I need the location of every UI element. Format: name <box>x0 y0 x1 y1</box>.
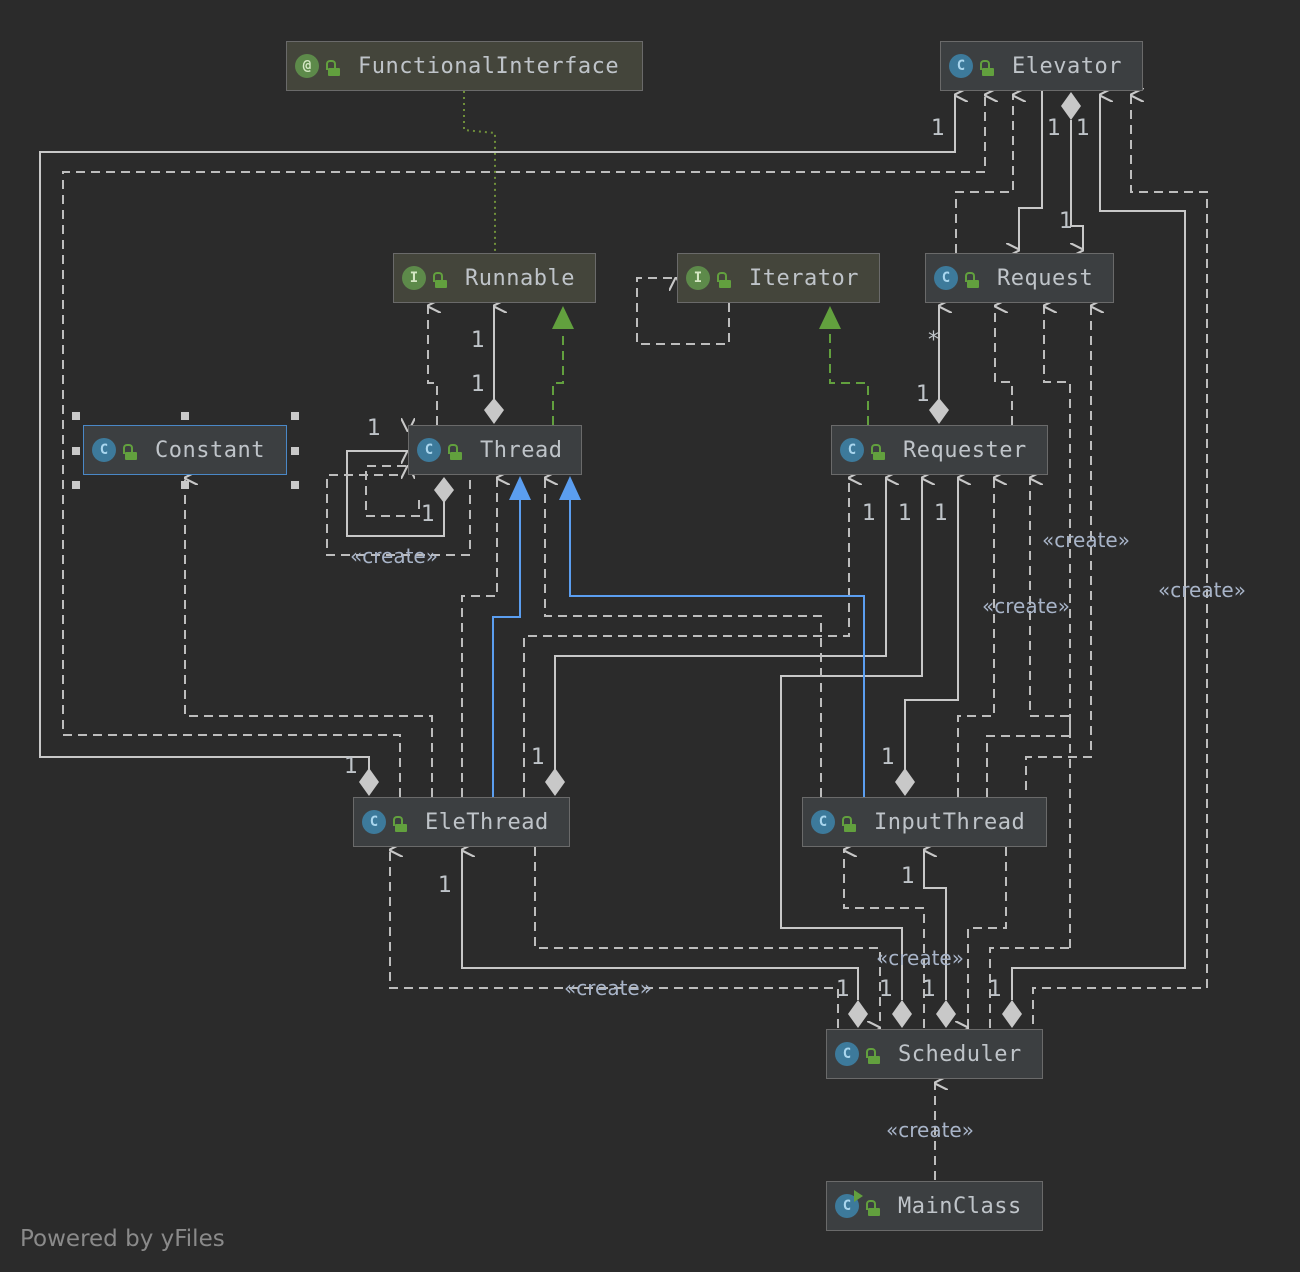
create-stereotype-label: «create» <box>876 946 964 970</box>
node-label: FunctionalInterface <box>358 53 620 79</box>
class-icon: C <box>362 810 386 834</box>
resize-handle-w[interactable] <box>72 447 80 455</box>
elevator-node[interactable]: C Elevator <box>940 41 1143 91</box>
class-icon: C <box>934 266 958 290</box>
runnable-node[interactable]: I Runnable <box>393 253 596 303</box>
public-lock-icon <box>123 443 137 460</box>
multiplicity-label: 1 <box>922 977 936 1002</box>
multiplicity-label: 1 <box>471 328 485 353</box>
public-lock-icon <box>326 59 340 76</box>
multiplicity-label: 1 <box>367 416 381 441</box>
multiplicity-label: 1 <box>344 754 358 779</box>
create-stereotype-label: «create» <box>1158 578 1246 602</box>
resize-handle-s[interactable] <box>181 481 189 489</box>
node-label: EleThread <box>425 809 549 835</box>
create-stereotype-label: «create» <box>350 544 438 568</box>
annotation-icon: @ <box>295 54 319 78</box>
multiplicity-label: 1 <box>988 977 1002 1002</box>
association-edges <box>39 91 1186 1000</box>
create-stereotype-label: «create» <box>886 1118 974 1142</box>
resize-handle-nw[interactable] <box>72 412 80 420</box>
multiplicity-label: 1 <box>438 873 452 898</box>
create-stereotype-label: «create» <box>982 594 1070 618</box>
public-lock-icon <box>866 1047 880 1064</box>
powered-by-footer: Powered by yFiles <box>20 1226 225 1252</box>
realization-edges <box>552 330 869 425</box>
multiplicity-label: 1 <box>881 745 895 770</box>
request-node[interactable]: C Request <box>925 253 1114 303</box>
constant-node[interactable]: C Constant <box>83 425 287 475</box>
multiplicity-label: 1 <box>916 382 930 407</box>
composition-diamonds <box>359 92 1081 1028</box>
node-label: Iterator <box>749 265 859 291</box>
public-lock-icon <box>842 815 856 832</box>
inheritance-edges <box>492 500 865 797</box>
resize-handle-sw[interactable] <box>72 481 80 489</box>
public-lock-icon <box>393 815 407 832</box>
class-icon: C <box>835 1042 859 1066</box>
iterator-node[interactable]: I Iterator <box>677 253 880 303</box>
node-label: Request <box>997 265 1094 291</box>
interface-icon: I <box>402 266 426 290</box>
public-lock-icon <box>871 443 885 460</box>
multiplicity-label: 1 <box>862 501 876 526</box>
class-icon: C <box>840 438 864 462</box>
annotation-link <box>463 91 496 253</box>
requester-node[interactable]: C Requester <box>831 425 1048 475</box>
public-lock-icon <box>980 59 994 76</box>
class-icon: C <box>949 54 973 78</box>
node-label: Runnable <box>465 265 575 291</box>
elethread-node[interactable]: C EleThread <box>353 797 570 847</box>
multiplicity-label: 1 <box>898 501 912 526</box>
inputthread-node[interactable]: C InputThread <box>802 797 1047 847</box>
interface-icon: I <box>686 266 710 290</box>
multiplicity-label: 1 <box>931 116 945 141</box>
create-stereotype-label: «create» <box>564 976 652 1000</box>
class-icon: C <box>811 810 835 834</box>
run-icon <box>854 1190 863 1202</box>
thread-node[interactable]: C Thread <box>408 425 582 475</box>
create-stereotype-label: «create» <box>1042 528 1130 552</box>
node-label: Elevator <box>1012 53 1122 79</box>
multiplicity-label: 1 <box>1047 116 1061 141</box>
inheritance-heads <box>509 476 581 500</box>
multiplicity-label: 1 <box>471 372 485 397</box>
multiplicity-label: 1 <box>836 977 850 1002</box>
resize-handle-n[interactable] <box>181 412 189 420</box>
public-lock-icon <box>448 443 462 460</box>
dependency-edges <box>62 95 1208 1180</box>
public-lock-icon <box>433 271 447 288</box>
class-icon: C <box>417 438 441 462</box>
multiplicity-label: 1 <box>531 745 545 770</box>
node-label: Thread <box>480 437 563 463</box>
multiplicity-label: 1 <box>1059 209 1073 234</box>
node-label: Constant <box>155 437 265 463</box>
node-label: Requester <box>903 437 1027 463</box>
resize-handle-e[interactable] <box>291 447 299 455</box>
multiplicity-label: 1 <box>879 977 893 1002</box>
node-label: Scheduler <box>898 1041 1022 1067</box>
resize-handle-ne[interactable] <box>291 412 299 420</box>
resize-handle-se[interactable] <box>291 481 299 489</box>
mainclass-node[interactable]: C MainClass <box>826 1181 1043 1231</box>
multiplicity-label: * <box>928 328 939 353</box>
class-icon: C <box>92 438 116 462</box>
scheduler-node[interactable]: C Scheduler <box>826 1029 1043 1079</box>
public-lock-icon <box>965 271 979 288</box>
public-lock-icon <box>866 1199 880 1216</box>
node-label: MainClass <box>898 1193 1022 1219</box>
realization-heads <box>552 306 841 329</box>
main-class-icon: C <box>835 1190 863 1218</box>
functional-interface-node[interactable]: @ FunctionalInterface <box>286 41 643 91</box>
public-lock-icon <box>717 271 731 288</box>
multiplicity-label: 1 <box>934 501 948 526</box>
multiplicity-label: 1 <box>1076 116 1090 141</box>
multiplicity-label: 1 <box>901 864 915 889</box>
multiplicity-label: 1 <box>421 502 435 527</box>
node-label: InputThread <box>874 809 1026 835</box>
